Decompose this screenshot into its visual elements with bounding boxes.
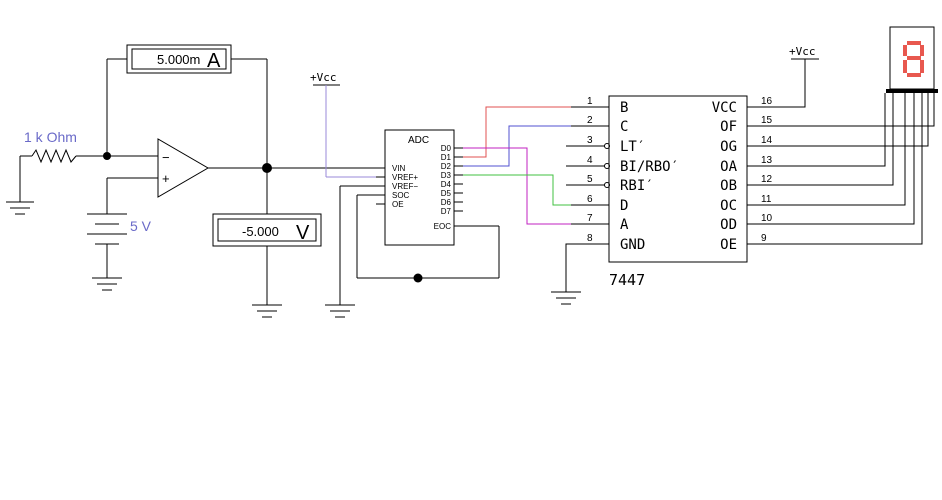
junction-dot	[103, 152, 111, 160]
decoder-pin-number: 5	[587, 174, 593, 185]
adc-pin-label: VREF+	[392, 173, 418, 182]
decoder-pin-number: 4	[587, 155, 593, 166]
decoder-pin-number: 2	[587, 115, 593, 126]
decoder-pin-number: 15	[761, 115, 773, 126]
decoder-pin-name: VCC	[712, 100, 737, 116]
decoder-name: 7447	[609, 271, 645, 289]
voltmeter[interactable]	[212, 213, 322, 247]
adc-pin-label: D5	[441, 189, 452, 198]
adc-pin-label: D3	[441, 171, 452, 180]
decoder-pin-number: 11	[761, 194, 772, 205]
adc-pin-label: D0	[441, 144, 452, 153]
adc-pin-label: D2	[441, 162, 452, 171]
vcc-left-label: +Vcc	[310, 71, 337, 84]
decoder-pin-number: 12	[761, 174, 773, 185]
decoder-pin-name: OF	[720, 119, 737, 135]
ground-symbol-battery	[92, 277, 122, 291]
ammeter[interactable]	[126, 44, 232, 74]
decoder-pin-name: GND	[620, 237, 645, 253]
ammeter-reading: 5.000m	[157, 52, 200, 67]
decoder-pin-name: OE	[720, 237, 737, 253]
junction-dot	[262, 163, 272, 173]
vcc-right-label: +Vcc	[789, 45, 816, 58]
decoder-7447[interactable]	[608, 95, 748, 263]
adc-pin-label: EOC	[434, 222, 452, 231]
decoder-pin-number: 14	[761, 135, 773, 146]
decoder-pin-name: A	[620, 217, 629, 233]
adc-pin-label: D1	[441, 153, 452, 162]
seven-segment-display[interactable]	[889, 26, 935, 90]
decoder-pin-number: 13	[761, 155, 773, 166]
junction-dot	[413, 273, 423, 283]
decoder-pin-number: 1	[587, 96, 593, 107]
decoder-pin-number: 3	[587, 135, 593, 146]
wire-d0-a	[463, 147, 571, 225]
opamp-plus: +	[162, 171, 170, 186]
voltmeter-reading: -5.000	[242, 224, 279, 239]
battery-symbol[interactable]	[87, 213, 127, 245]
decoder-pin-number: 9	[761, 233, 767, 244]
wire-d3-d	[463, 174, 571, 206]
decoder-pin-number: 8	[587, 233, 593, 244]
resistor-1k[interactable]	[31, 148, 77, 164]
decoder-pin-name: OG	[720, 139, 737, 155]
adc-title: ADC	[408, 135, 429, 146]
decoder-pin-name: C	[620, 119, 628, 135]
ground-symbol-adc	[325, 304, 355, 318]
adc-chip[interactable]	[384, 129, 455, 246]
ground-symbol-7447	[551, 291, 581, 305]
opamp-minus: −	[162, 150, 170, 165]
decoder-pin-name: LT′	[620, 139, 645, 155]
ground-symbol-voltmeter	[252, 304, 282, 318]
adc-pin-label: OE	[392, 200, 404, 209]
wire-d1-b	[463, 106, 571, 158]
decoder-pin-name: B	[620, 100, 628, 116]
adc-pin-label: SOC	[392, 191, 410, 200]
ground-symbol-left	[6, 201, 34, 215]
wire-d2-c	[463, 125, 571, 167]
adc-pin-label: D4	[441, 180, 452, 189]
resistor-label: 1 k Ohm	[24, 129, 77, 145]
decoder-pin-number: 6	[587, 194, 593, 205]
decoder-pin-name: BI/RBO′	[620, 159, 679, 175]
decoder-pin-name: RBI′	[620, 178, 654, 194]
decoder-pin-name: D	[620, 198, 628, 214]
ammeter-unit: A	[207, 50, 221, 72]
adc-pin-label: VIN	[392, 164, 406, 173]
decoder-pin-number: 10	[761, 213, 773, 224]
decoder-pin-name: OC	[720, 198, 737, 214]
adc-pin-label: D7	[441, 207, 452, 216]
decoder-pin-name: OA	[720, 159, 737, 175]
digit-segments	[903, 41, 924, 77]
adc-pin-label: D6	[441, 198, 452, 207]
voltmeter-unit: V	[296, 222, 310, 244]
decoder-pin-number: 7	[587, 213, 593, 224]
decoder-pin-name: OB	[720, 178, 737, 194]
battery-label: 5 V	[130, 218, 152, 234]
opamp[interactable]	[157, 138, 209, 198]
adc-pin-label: VREF−	[392, 182, 418, 191]
decoder-pin-number: 16	[761, 96, 773, 107]
decoder-pin-name: OD	[720, 217, 737, 233]
